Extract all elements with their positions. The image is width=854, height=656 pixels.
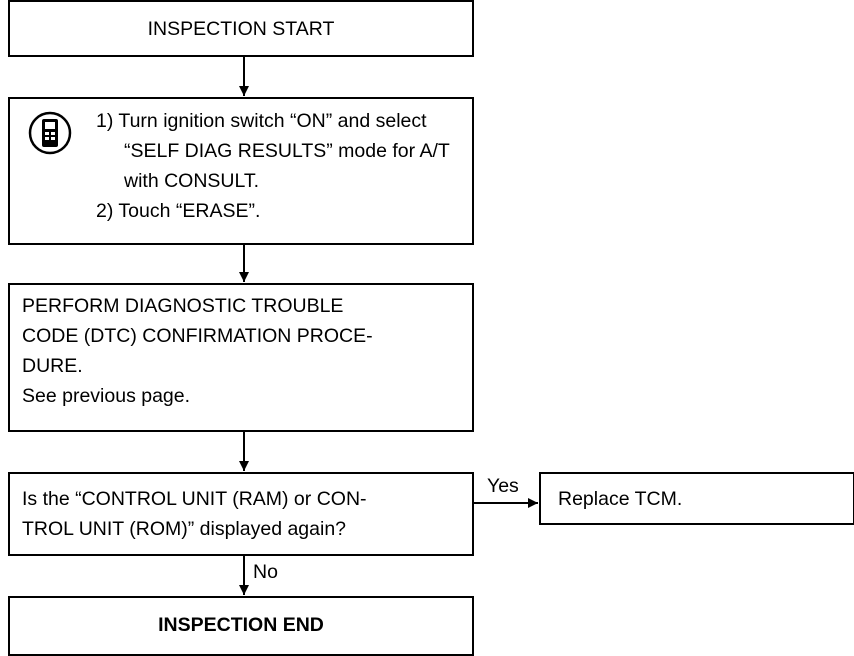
dtc-line-4: See previous page. [22,385,191,407]
start-label: INSPECTION START [147,18,335,40]
yes-branch-label: Yes [487,475,519,497]
dtc-line-3: DURE. [22,355,83,377]
dtc-confirmation-box: PERFORM DIAGNOSTIC TROUBLE CODE (DTC) CO… [8,283,474,432]
consult-tester-icon [28,111,72,155]
dtc-text: PERFORM DIAGNOSTIC TROUBLE CODE (DTC) CO… [22,291,462,411]
replace-tcm-label: Replace TCM. [558,488,683,510]
inspection-start-box: INSPECTION START [8,0,474,57]
end-label: INSPECTION END [158,614,324,636]
decision-box: Is the “CONTROL UNIT (RAM) or CON- TROL … [8,472,474,556]
consult-step-box: 1) Turn ignition switch “ON” and select … [8,97,474,245]
consult-step-2: 2) Touch “ERASE”. [96,200,261,222]
consult-step-list: 1) Turn ignition switch “ON” and select … [96,106,466,226]
dtc-line-1: PERFORM DIAGNOSTIC TROUBLE [22,295,344,317]
replace-tcm-box: Replace TCM. [539,472,854,525]
decision-question: Is the “CONTROL UNIT (RAM) or CON- TROL … [22,484,462,544]
decision-line-2: TROL UNIT (ROM)” displayed again? [22,518,347,540]
dtc-line-2: CODE (DTC) CONFIRMATION PROCE- [22,325,373,347]
inspection-end-box: INSPECTION END [8,596,474,656]
consult-step-1: 1) Turn ignition switch “ON” and select … [96,110,450,192]
decision-line-1: Is the “CONTROL UNIT (RAM) or CON- [22,488,367,510]
no-branch-label: No [253,561,278,583]
